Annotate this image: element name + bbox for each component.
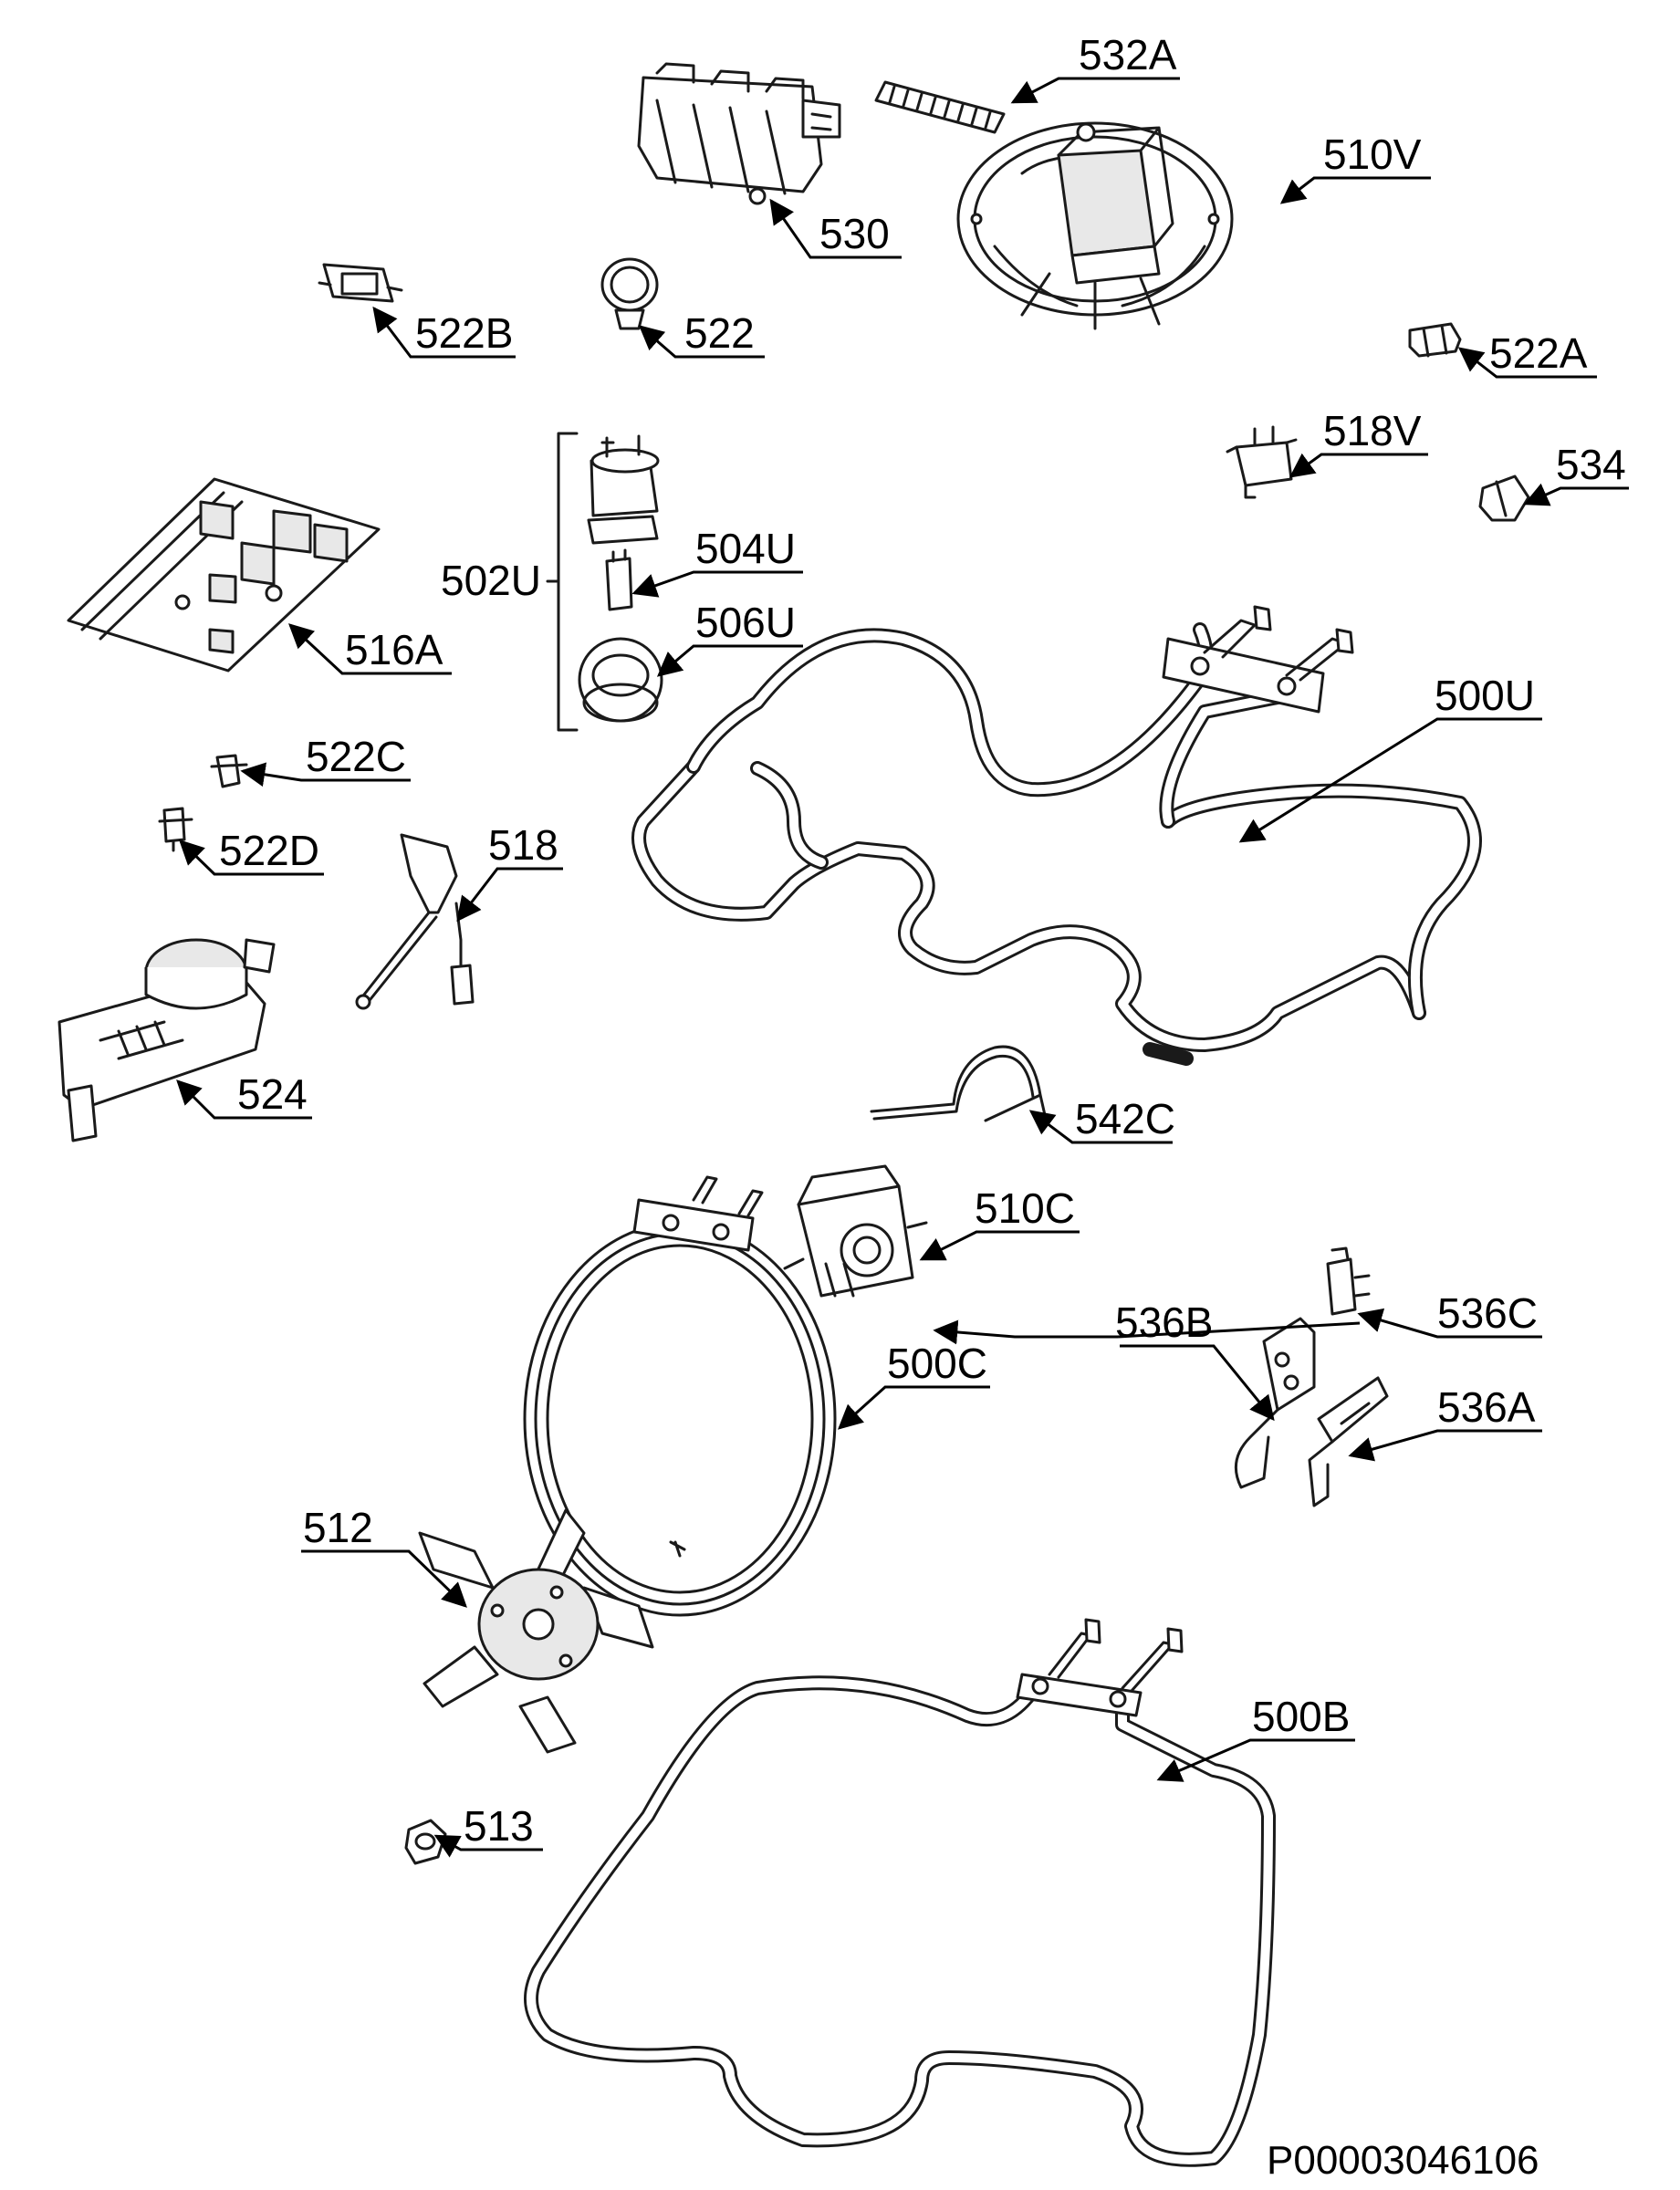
part-518V-thermostat [1226, 425, 1298, 499]
part-518-probe-sensor [355, 833, 475, 1010]
callout-500U: 500U [1435, 672, 1535, 719]
callout-522B: 522B [415, 309, 513, 357]
callout-500B: 500B [1252, 1693, 1350, 1740]
part-522A-clip [1408, 322, 1462, 358]
part-500B-bottom-element [524, 1618, 1276, 2167]
part-534-knob [1478, 474, 1530, 522]
part-536C-microswitch [1326, 1246, 1371, 1316]
callout-518V: 518V [1323, 407, 1422, 454]
callout-500C: 500C [887, 1340, 987, 1387]
callout-518: 518 [488, 821, 558, 869]
part-510C-motor [783, 1164, 928, 1298]
part-513-nut [404, 1819, 447, 1865]
callout-522D: 522D [219, 827, 319, 874]
part-522-lamp-holder [600, 257, 659, 330]
part-530-terminal-block [637, 62, 841, 205]
part-500U-grill-element [631, 605, 1482, 1066]
callout-516A: 516A [345, 626, 443, 673]
callout-506U: 506U [695, 599, 796, 646]
part-532A-strip [874, 80, 1006, 134]
part-536B-bracket [1234, 1317, 1316, 1489]
part-500C-circular-element [523, 1175, 837, 1617]
part-502U-lamp-socket [587, 434, 660, 545]
callout-513: 513 [464, 1802, 534, 1850]
part-506U-glass-cover [578, 637, 663, 723]
part-536A-lever [1308, 1376, 1389, 1507]
callout-labels: 532A 530 510V 522B 522 522A 518V 534 502… [219, 31, 1626, 1850]
document-code: P00003046106 [1267, 2138, 1539, 2183]
callout-542C: 542C [1075, 1095, 1175, 1142]
callout-512: 512 [303, 1504, 373, 1551]
part-542C-clip [870, 1045, 1047, 1122]
part-512-fan-blade [418, 1508, 654, 1754]
part-516A-pcb [67, 477, 381, 673]
part-522C-pin [210, 754, 248, 788]
callout-536B: 536B [1115, 1298, 1213, 1346]
callout-502U: 502U [441, 557, 541, 604]
callout-530: 530 [819, 210, 890, 257]
callout-510V: 510V [1323, 130, 1422, 178]
callout-536C: 536C [1437, 1289, 1538, 1337]
callout-522: 522 [684, 309, 755, 357]
callout-522A: 522A [1489, 329, 1588, 377]
callout-534: 534 [1556, 441, 1626, 488]
part-524-door-lock [57, 938, 276, 1142]
part-522B-clip [318, 263, 403, 303]
callout-504U: 504U [695, 525, 796, 572]
part-502U-bracket [546, 432, 579, 732]
leader-lines [176, 77, 1629, 1858]
callout-532A: 532A [1079, 31, 1177, 78]
part-504U-bulb [605, 548, 633, 611]
part-522D-pin [158, 807, 193, 852]
part-510V-fan-motor [956, 121, 1234, 330]
callout-524: 524 [237, 1070, 308, 1118]
callout-510C: 510C [975, 1184, 1075, 1232]
callout-536A: 536A [1437, 1383, 1536, 1431]
callout-522C: 522C [306, 733, 406, 780]
